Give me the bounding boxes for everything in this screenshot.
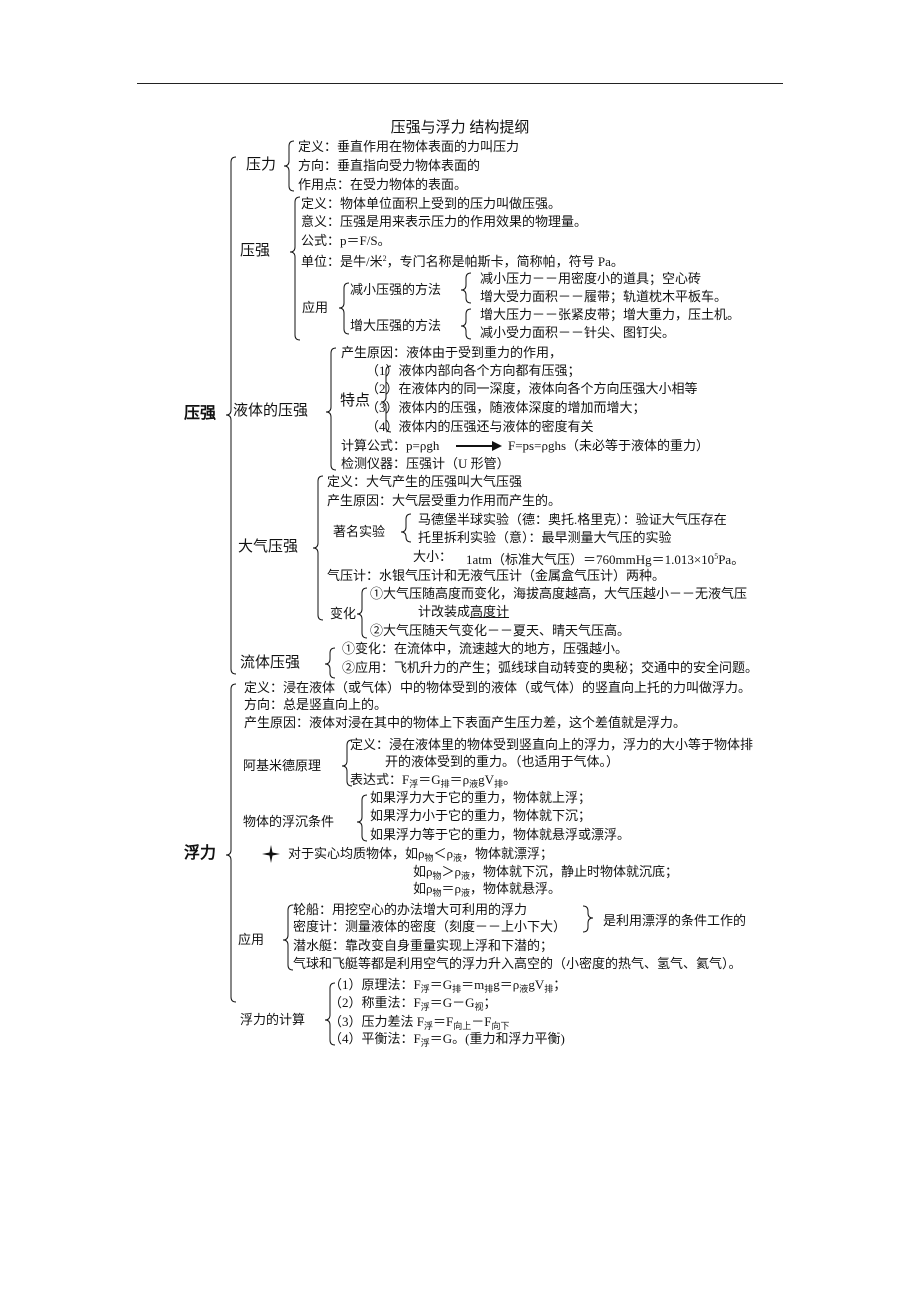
topic-force: 压力 [246, 157, 277, 173]
calculation-item: （2）称重法：F浮＝G－G视； [329, 995, 497, 1012]
archimedes-label: 阿基米德原理 [243, 758, 322, 773]
arrow-right-icon [456, 441, 502, 451]
increase-item: 增大压力－－张紧皮带；增大重力，压土机。 [480, 307, 741, 322]
solid-item: 对于实心均质物体，如ρ物＜ρ液，物体就漂浮； [288, 846, 554, 863]
pressure-item: 公式：p＝F/S。 [301, 233, 391, 248]
fluid-item: ②应用：飞机升力的产生；弧线球自动转变的奥秘；交通中的安全问题。 [342, 660, 759, 675]
application-item: 密度计：测量液体的密度（刻度－－上小下大） [293, 919, 567, 934]
solid-item: 如ρ物＞ρ液，物体就下沉，静止时物体就沉底； [413, 864, 679, 881]
archimedes-definition-cont: 开的液体受到的重力。（也适用于气体。） [385, 754, 620, 769]
condition-item: 如果浮力等于它的重力，物体就悬浮或漂浮。 [370, 827, 631, 842]
curly-brace [460, 272, 472, 304]
buoyancy-definition: 定义：浸在液体（或气体）中的物体受到的液体（或气体）的竖直向上托的力叫做浮力。 [244, 680, 752, 695]
feature-item: （4）液体内的压强还与液体的密度有关 [366, 419, 594, 434]
curly-brace [324, 982, 336, 1046]
curly-brace [325, 347, 337, 471]
calculation-label: 浮力的计算 [240, 1012, 306, 1027]
experiments-label: 著名实验 [333, 524, 386, 539]
pressure-item: 定义：物体单位面积上受到的压力叫做压强。 [301, 196, 562, 211]
application-item: 轮船：用挖空心的办法增大可利用的浮力 [293, 902, 528, 917]
archimedes-definition: 定义：浸在液体里的物体受到竖直向上的浮力，浮力的大小等于物体排 [350, 737, 754, 752]
curly-brace [460, 308, 472, 340]
solid-item: 如ρ物＝ρ液，物体就悬浮。 [413, 881, 562, 898]
experiment-item: 托里拆利实验（意）：最早测量大气压的实验 [418, 530, 672, 545]
topic-atmospheric-pressure: 大气压强 [238, 539, 299, 555]
features-label: 特点 [340, 393, 371, 409]
curly-brace [380, 365, 392, 433]
magnitude-value: 1atm（标准大气压）＝760mmHg＝1.013×105Pa。 [466, 552, 745, 567]
curly-brace [400, 513, 412, 543]
increase-pressure-label: 增大压强的方法 [350, 318, 442, 333]
curly-brace [283, 140, 295, 192]
buoyancy-direction: 方向：总是竖直向上的。 [244, 697, 388, 712]
liquid-formula: 计算公式：p=ρgh [341, 438, 440, 453]
curly-brace [289, 196, 301, 341]
condition-item: 如果浮力小于它的重力，物体就下沉； [370, 808, 592, 823]
change-item: ①大气压随高度而变化，海拔高度越高，大气压越小－－无液气压 [370, 586, 748, 601]
reduce-pressure-label: 减小压强的方法 [350, 282, 442, 297]
change-item-cont: 计改装成高度计 [418, 604, 509, 620]
magnitude-label: 大小： [413, 549, 453, 564]
curly-brace [225, 156, 237, 675]
topic-liquid-pressure: 液体的压强 [233, 403, 309, 419]
page-title: 压强与浮力 结构提纲 [390, 120, 530, 136]
altimeter-underlined: 高度计 [470, 604, 510, 619]
section-heading-buoyancy: 浮力 [184, 845, 217, 862]
application-item: 潜水艇：靠改变自身重量实现上浮和下潜的； [293, 938, 554, 953]
calculation-item: （3）压力差法 F浮＝F向上－F向下 [329, 1014, 510, 1031]
calculation-item: （4）平衡法：F浮＝G。(重力和浮力平衡) [329, 1031, 565, 1048]
topic-pressure: 压强 [240, 243, 271, 259]
barometer: 气压计：水银气压计和无液气压计（金属盒气压计）两种。 [327, 568, 666, 583]
curly-brace [356, 794, 368, 842]
curly-brace [282, 904, 294, 971]
pressure-item: 意义：压强是用来表示压力的作用效果的物理量。 [301, 214, 588, 229]
curly-brace [356, 587, 368, 639]
curly-brace [324, 647, 336, 679]
reduce-item: 增大受力面积－－履带；轨道枕木平板车。 [480, 289, 728, 304]
condition-item: 如果浮力大于它的重力，物体就上浮； [370, 790, 592, 805]
buoyancy-application-label: 应用 [238, 932, 265, 947]
feature-item: （1）液体内部向各个方向都有压强； [366, 363, 581, 378]
atm-definition: 定义：大气产生的压强叫大气压强 [327, 474, 523, 489]
topic-fluid-pressure: 流体压强 [240, 655, 301, 671]
increase-item: 减小受力面积－－针尖、图钉尖。 [480, 325, 676, 340]
reduce-item: 减小压力－－用密度小的道具；空心砖 [480, 271, 702, 286]
force-item: 方向：垂直指向受力物体表面的 [298, 158, 481, 173]
experiment-item: 马德堡半球实验（德：奥托.格里克）：验证大气压存在 [418, 512, 727, 527]
curly-brace [338, 282, 350, 335]
archimedes-expression: 表达式：F浮＝G排＝ρ液gV排。 [350, 772, 517, 789]
application-note: 是利用漂浮的条件工作的 [603, 913, 747, 928]
curly-brace [312, 475, 324, 621]
liquid-instrument: 检测仪器：压强计（U 形管） [341, 456, 510, 471]
liquid-formula-derived: F=ps=ρghs（未必等于液体的重力） [508, 438, 709, 453]
force-item: 作用点：在受力物体的表面。 [298, 177, 468, 192]
four-point-star-icon [262, 845, 280, 863]
change-item: ②大气压随天气变化－－夏天、晴天气压高。 [370, 623, 631, 638]
curly-brace [225, 683, 237, 1003]
change-item-text: 计改装成 [418, 604, 471, 619]
force-item: 定义：垂直作用在物体表面的力叫压力 [298, 139, 520, 154]
liquid-cause: 产生原因：液体由于受到重力的作用， [341, 345, 563, 360]
application-item: 气球和飞艇等都是利用空气的浮力升入高空的（小密度的热气、氢气、氦气）。 [293, 956, 742, 971]
feature-item: （2）在液体内的同一深度，液体向各个方向压强大小相等 [366, 381, 698, 396]
section-heading-pressure: 压强 [184, 405, 217, 422]
change-label: 变化 [330, 606, 357, 621]
conditions-label: 物体的浮沉条件 [243, 814, 335, 829]
feature-item: （3）液体内的压强，随液体深度的增加而增大； [366, 400, 646, 415]
application-label: 应用 [302, 300, 329, 315]
atm-cause: 产生原因：大气层受重力作用而产生的。 [327, 493, 562, 508]
fluid-item: ①变化：在流体中，流速越大的地方，压强越小。 [342, 641, 629, 656]
curly-brace [582, 905, 594, 933]
pressure-item: 单位：是牛/米2，专门名称是帕斯卡，简称帕，符号 Pa。 [301, 254, 624, 269]
calculation-item: （1）原理法：F浮＝G排＝m排g＝ρ液gV排； [329, 977, 567, 994]
header-rule [137, 83, 783, 84]
curly-brace [341, 739, 353, 787]
buoyancy-cause: 产生原因：液体对浸在其中的物体上下表面产生压力差，这个差值就是浮力。 [244, 715, 687, 730]
